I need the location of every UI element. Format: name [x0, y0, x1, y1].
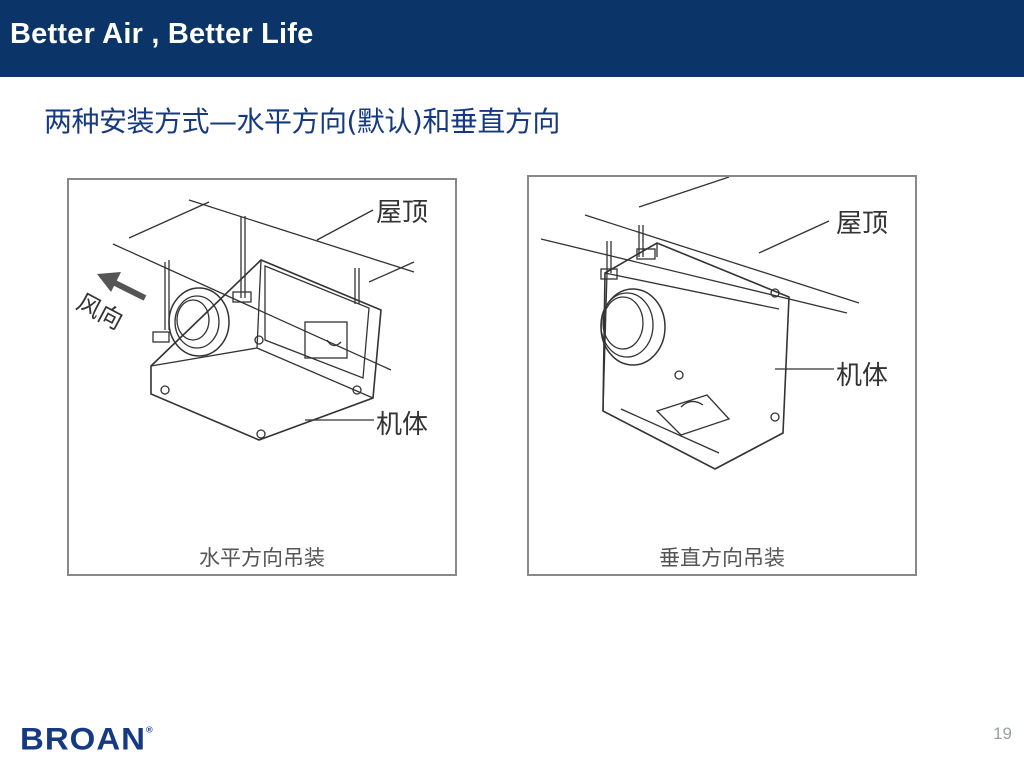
vertical-install-drawing	[540, 177, 860, 470]
logo-text: BROAN	[20, 720, 146, 757]
outlet-collar	[168, 287, 230, 357]
broan-logo: BROAN®	[20, 721, 153, 757]
logo-mark: ®	[146, 724, 153, 735]
ceiling-line	[188, 199, 415, 273]
roof-label: 屋顶	[374, 192, 431, 229]
slide-heading: 两种安装方式—水平方向(默认)和垂直方向	[44, 105, 560, 138]
unit-body-label: 机体	[834, 355, 891, 392]
vertical-install-panel: 屋顶 机体 垂直方向吊装	[527, 175, 917, 576]
horizontal-install-panel: 屋顶 机体 风向 水平方向吊装	[67, 178, 457, 576]
page-number: 19	[993, 724, 1012, 743]
header-bar: Better Air , Better Life	[0, 0, 1024, 77]
unit-body-label: 机体	[374, 404, 431, 441]
airflow-arrow-icon	[97, 272, 147, 301]
ceiling-line	[112, 243, 392, 371]
roof-label: 屋顶	[834, 203, 891, 240]
horizontal-install-caption: 水平方向吊装	[199, 546, 325, 570]
vertical-install-caption: 垂直方向吊装	[659, 546, 785, 570]
header-title: Better Air , Better Life	[10, 18, 314, 50]
horizontal-install-drawing	[97, 199, 415, 441]
